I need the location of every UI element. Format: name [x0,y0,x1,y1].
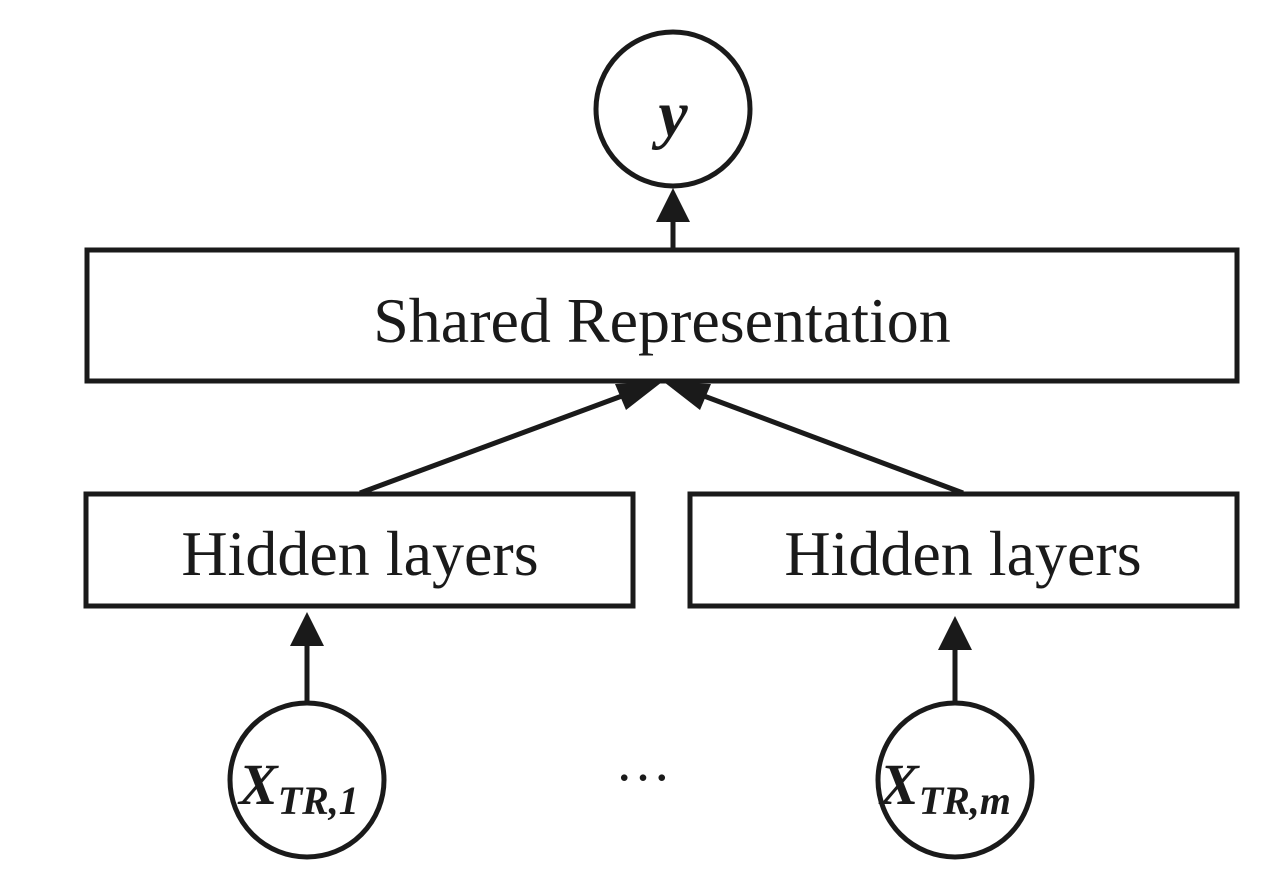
shared-representation-label: Shared Representation [373,285,951,356]
input-node-m-label: XTR,m [878,752,1011,823]
ellipsis: … [615,731,671,793]
input-node-m-subscript: TR,m [919,778,1011,823]
hidden-layers-label-2: Hidden layers [784,518,1141,589]
edge-hidden-2-to-shared [695,390,964,496]
arrowhead-hidden-2 [938,616,972,650]
arrowhead-output [656,188,690,222]
input-node-m [875,700,1035,860]
arrowhead-shared-right [664,382,711,410]
input-node-1-label: XTR,1 [237,752,359,823]
input-node-1 [227,700,387,860]
hidden-layers-box-1 [83,491,636,609]
hidden-layers-label-1: Hidden layers [181,518,538,589]
hidden-layers-box-2 [687,491,1240,609]
input-node-1-symbol: X [237,752,279,817]
arrowhead-hidden-1 [290,612,324,646]
output-node-label: y [651,78,688,151]
arrowhead-shared-left [615,382,662,410]
output-node-y [593,29,753,189]
input-node-m-symbol: X [878,752,920,817]
shared-representation-box [84,247,1240,384]
edge-hidden-1-to-shared [359,390,631,496]
input-node-1-subscript: TR,1 [278,778,359,823]
